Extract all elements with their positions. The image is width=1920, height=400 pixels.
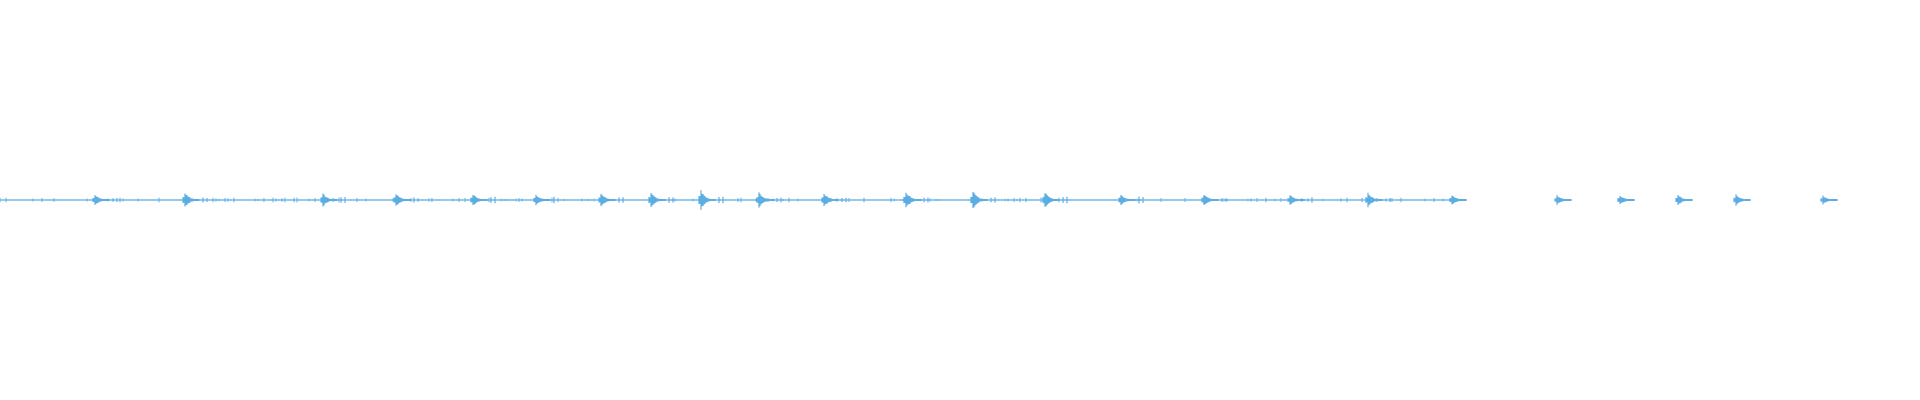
waveform-transient xyxy=(1617,195,1635,205)
waveform-transient xyxy=(533,194,559,206)
waveform-transient xyxy=(1554,195,1572,205)
waveform-transient xyxy=(92,195,118,205)
waveform-transient xyxy=(1287,195,1313,205)
waveform-transient xyxy=(821,194,847,206)
waveform-transient xyxy=(598,194,624,206)
waveform-transient xyxy=(903,192,929,208)
waveform-transient xyxy=(1365,192,1391,208)
waveform-transient xyxy=(320,193,346,207)
waveform-transient xyxy=(393,194,419,206)
waveform-transient xyxy=(1675,195,1693,205)
waveform-transient xyxy=(1201,195,1227,205)
waveform-transient xyxy=(756,192,782,208)
waveform-track xyxy=(0,190,1838,210)
waveform-transient xyxy=(698,190,724,210)
waveform-transient xyxy=(1118,194,1144,206)
waveform-transient xyxy=(1820,195,1838,205)
waveform-transient xyxy=(182,193,208,207)
waveform-transient xyxy=(1733,194,1751,206)
waveform-transient xyxy=(648,193,674,207)
waveform-transient xyxy=(1449,195,1467,205)
waveform-transient xyxy=(1042,193,1068,207)
waveform-transient xyxy=(970,191,996,209)
waveform-transient xyxy=(470,195,496,205)
